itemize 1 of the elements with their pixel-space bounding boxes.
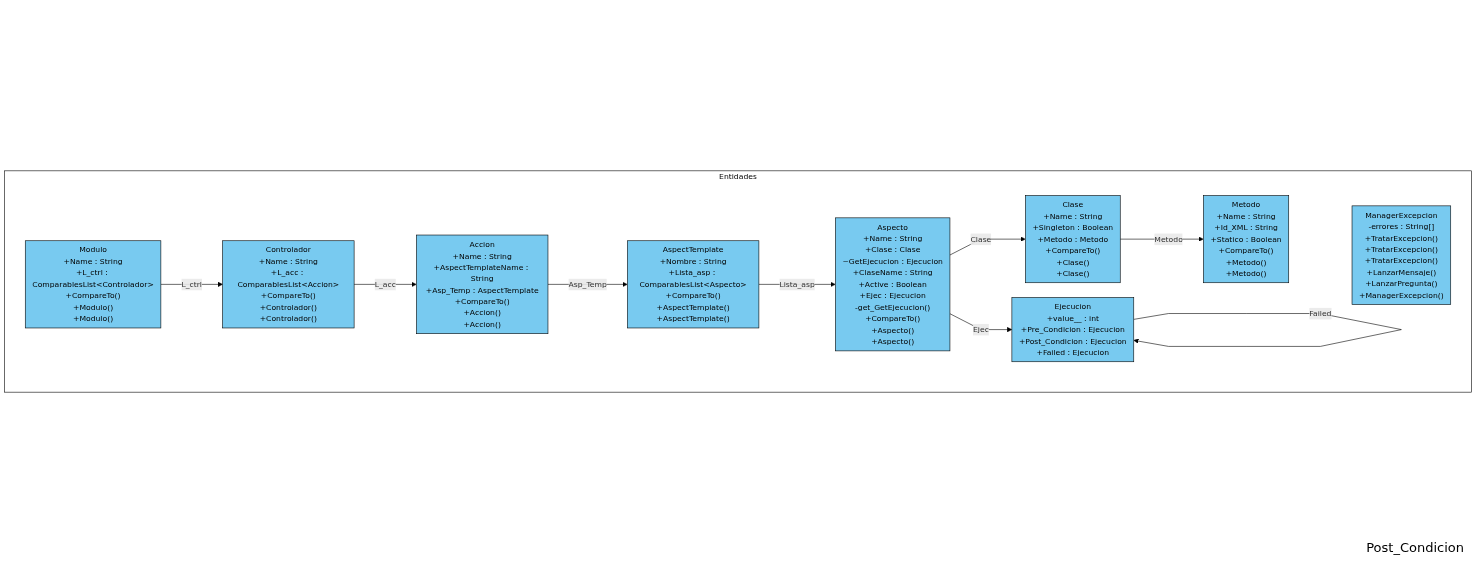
role-label: Post_Condicion bbox=[1366, 540, 1464, 555]
